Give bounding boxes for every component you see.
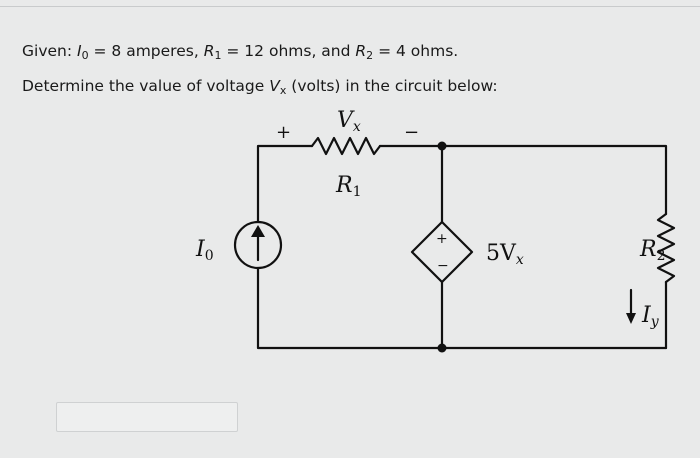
dep-plus-sign: + — [436, 231, 448, 247]
dep-source-label: 5Vx — [486, 241, 524, 268]
page-top-border — [0, 6, 700, 7]
wire-bottom — [256, 266, 668, 350]
plus-sign: + — [276, 122, 291, 143]
minus-sign: − — [404, 122, 419, 143]
r1-value-text: = 12 ohms, and — [221, 42, 356, 60]
answer-input[interactable] — [56, 402, 238, 432]
iy-arrowhead-icon — [626, 313, 636, 324]
r2-value-text: = 4 ohms. — [373, 42, 459, 60]
r1-symbol: R — [203, 42, 215, 60]
given-line: Given: I0 = 8 amperes, R1 = 12 ohms, and… — [22, 36, 682, 71]
current-arrowhead-icon — [251, 225, 265, 237]
iy-label: Iy — [641, 303, 660, 330]
r1-sub: 1 — [214, 49, 222, 62]
vx-symbol: V — [269, 77, 280, 95]
r2-label: R2 — [639, 237, 666, 264]
junction-top — [437, 141, 447, 151]
determine-line: Determine the value of voltage Vx (volts… — [22, 71, 682, 106]
r2-symbol: R — [355, 42, 367, 60]
r2-sub: 2 — [366, 49, 374, 62]
r1-resistor — [310, 136, 382, 156]
i0-value-text: = 8 amperes, — [88, 42, 204, 60]
vx-sub: x — [279, 84, 287, 97]
wire-top-left — [256, 144, 314, 224]
question-text: Given: I0 = 8 amperes, R1 = 12 ohms, and… — [22, 36, 682, 106]
wire-top-right — [378, 144, 668, 216]
junction-bottom — [437, 343, 447, 353]
vx-label: Vx — [337, 108, 361, 135]
i0-label: I0 — [195, 237, 214, 264]
given-prefix: Given: — [22, 42, 77, 60]
determine-prefix: Determine the value of voltage — [22, 77, 270, 95]
r2-resistor — [656, 212, 676, 284]
r1-label: R1 — [335, 173, 362, 200]
current-source-circle — [233, 220, 283, 270]
circuit-diagram: Vx + − R1 I0 + − 5Vx R2 Iy — [195, 108, 676, 353]
dependent-source-diamond — [410, 220, 474, 284]
determine-suffix: (volts) in the circuit below: — [286, 77, 498, 95]
i0-sub: 0 — [81, 49, 89, 62]
dep-minus-sign: − — [437, 258, 449, 274]
i0-symbol: I — [77, 42, 82, 60]
